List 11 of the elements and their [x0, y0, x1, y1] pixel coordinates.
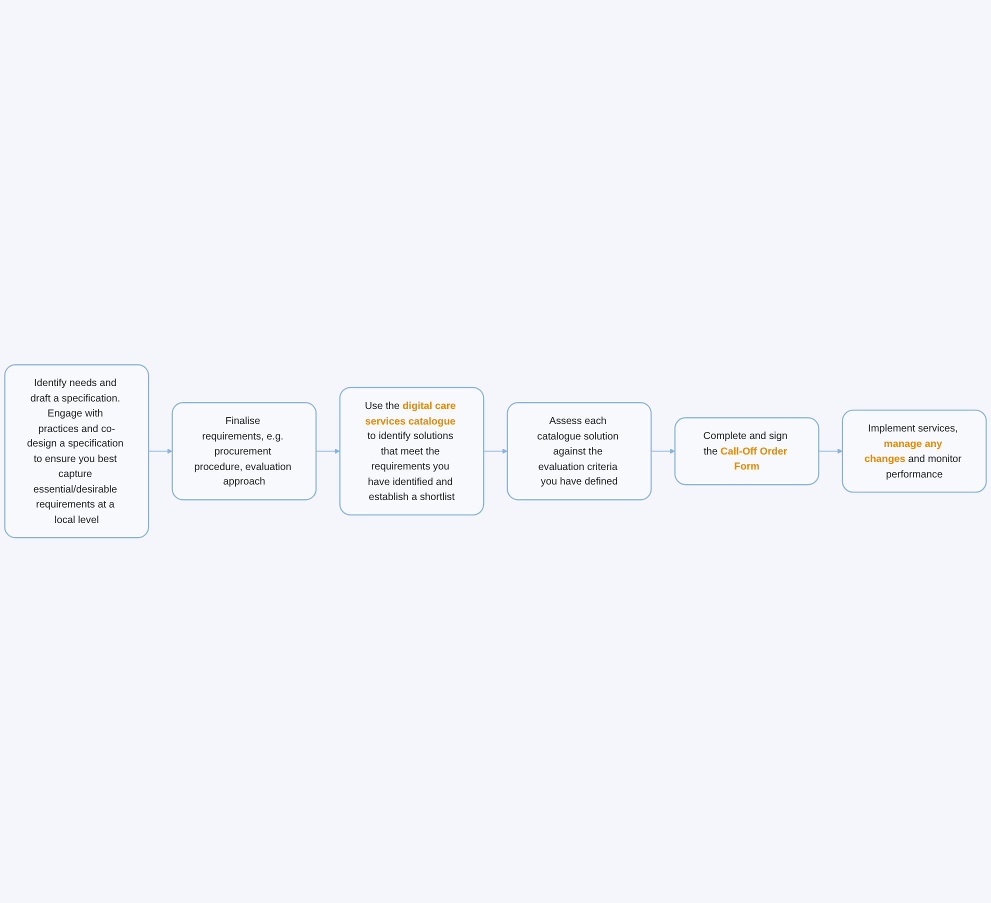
arrow	[148, 448, 173, 454]
node-box: Use the digital care services catalogue to identify solutions that meet the requirements you have identified and establish a shortlist	[339, 387, 484, 516]
node-box: Complete and sign the Call-Off Order Form	[674, 417, 820, 486]
arrow	[818, 448, 843, 454]
node-box: Implement services, manage any changes and monitor performance	[842, 410, 987, 494]
arrow	[316, 448, 340, 454]
node-box: Assess each catalogue solution against the evaluation criteria you have defined	[506, 402, 652, 501]
node-box: Identify needs and draft a specification. Engage with practices and co-design a specification to ensure you best capture essential/desirable requirements at a local level	[4, 364, 150, 539]
arrow	[650, 448, 676, 454]
node-box: Finalise requirements, e.g. procurement procedure, evaluation approach	[172, 402, 317, 501]
arrow	[483, 448, 508, 454]
